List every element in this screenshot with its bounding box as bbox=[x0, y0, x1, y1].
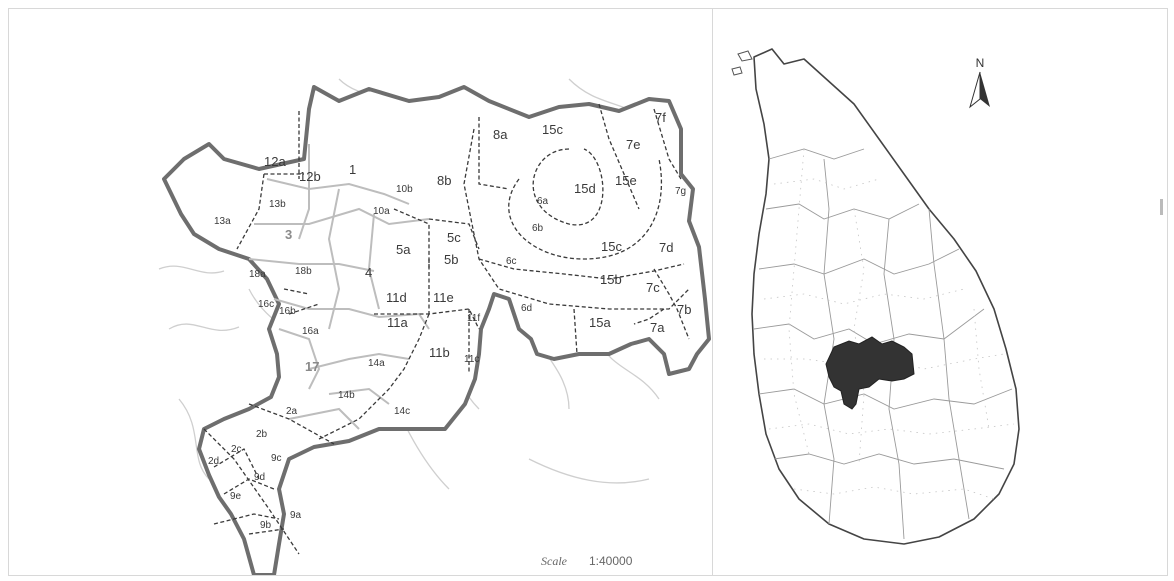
subzone-lines bbox=[203, 103, 690, 555]
island-outline bbox=[751, 48, 1020, 545]
zone-label: 15d bbox=[574, 181, 596, 196]
zone-label: 16b bbox=[279, 306, 296, 317]
zone-borders bbox=[248, 144, 430, 430]
zone-label: 3 bbox=[285, 227, 292, 242]
zone-label: 11e bbox=[433, 290, 454, 305]
zone-label: 9a bbox=[290, 510, 302, 521]
study-area-boundary bbox=[162, 85, 711, 577]
zone-label: 15c bbox=[542, 122, 563, 137]
zone-label: 7d bbox=[659, 240, 673, 255]
zone-label: 13a bbox=[214, 216, 231, 227]
zone-label: 4 bbox=[365, 265, 372, 280]
zone-label: 11f bbox=[467, 313, 480, 324]
panel-divider bbox=[712, 8, 713, 576]
zone-label: 5a bbox=[396, 242, 411, 257]
map-scale: Scale 1:40000 bbox=[541, 554, 632, 569]
zone-label: 15e bbox=[615, 173, 637, 188]
zone-label: 9c bbox=[271, 453, 282, 464]
zone-label: 16a bbox=[302, 326, 319, 337]
zone-label: 5c bbox=[447, 230, 461, 245]
zone-label: 7f bbox=[655, 110, 666, 125]
zone-label: 2b bbox=[256, 429, 268, 440]
zone-label: 7e bbox=[626, 137, 640, 152]
zone-label: 6a bbox=[537, 196, 549, 207]
minor-boundaries bbox=[763, 148, 1015, 500]
zone-label: 9b bbox=[260, 520, 272, 531]
zone-map-panel: 1 2a 2b 2c 2d 3 4 5a 5b 5c 6a 6b 6c 6d 7… bbox=[9, 9, 711, 577]
zone-label: 11b bbox=[429, 345, 450, 360]
zone-label: 7g bbox=[675, 186, 686, 197]
zone-label: 17 bbox=[305, 359, 319, 374]
zone-label: 11d bbox=[386, 290, 407, 305]
zone-label: 16c bbox=[258, 299, 274, 310]
zone-label: 2a bbox=[286, 406, 298, 417]
edge-mark bbox=[1160, 199, 1163, 215]
zone-label: 14c bbox=[394, 406, 410, 417]
zone-label: 9e bbox=[230, 491, 242, 502]
study-area-highlight bbox=[825, 336, 915, 410]
figure-frame bbox=[8, 8, 1168, 576]
zone-label: 1 bbox=[349, 162, 356, 177]
scale-word: Scale bbox=[541, 554, 567, 568]
zone-label: 8a bbox=[493, 127, 508, 142]
northern-islets bbox=[731, 50, 753, 76]
zone-label: 6d bbox=[521, 303, 532, 314]
zone-label: 12b bbox=[299, 169, 321, 184]
zone-label: 11c bbox=[464, 354, 479, 365]
north-arrow-icon: N bbox=[969, 56, 990, 109]
zone-label: 8b bbox=[437, 173, 451, 188]
zone-label: 12a bbox=[264, 154, 286, 169]
zone-map: 1 2a 2b 2c 2d 3 4 5a 5b 5c 6a 6b 6c 6d 7… bbox=[158, 78, 711, 577]
zone-label: 7a bbox=[650, 320, 665, 335]
zone-label: 5b bbox=[444, 252, 458, 267]
zone-label: 6b bbox=[532, 223, 544, 234]
zone-label: 7b bbox=[677, 302, 691, 317]
zone-label: 6c bbox=[506, 256, 517, 267]
locator-map-panel: N bbox=[714, 9, 1166, 575]
zone-label: 10b bbox=[396, 184, 413, 195]
zone-labels: 1 2a 2b 2c 2d 3 4 5a 5b 5c 6a 6b 6c 6d 7… bbox=[208, 110, 691, 531]
scale-value: 1:40000 bbox=[589, 554, 633, 568]
zone-label: 7c bbox=[646, 280, 660, 295]
zone-label: 18a bbox=[249, 269, 266, 280]
zone-label: 15c bbox=[601, 239, 622, 254]
zone-label: 15a bbox=[589, 315, 611, 330]
north-label: N bbox=[976, 56, 985, 70]
zone-label: 11a bbox=[387, 315, 408, 330]
zone-label: 13b bbox=[269, 199, 286, 210]
zone-label: 14b bbox=[338, 390, 355, 401]
locator-map: N bbox=[731, 48, 1163, 545]
zone-label: 10a bbox=[373, 206, 390, 217]
zone-label: 15b bbox=[600, 272, 622, 287]
zone-label: 2d bbox=[208, 456, 219, 467]
zone-label: 2c bbox=[231, 444, 242, 455]
zone-label: 14a bbox=[368, 358, 385, 369]
district-boundaries bbox=[753, 148, 1013, 540]
zone-label: 18b bbox=[295, 266, 312, 277]
zone-label: 9d bbox=[254, 472, 265, 483]
